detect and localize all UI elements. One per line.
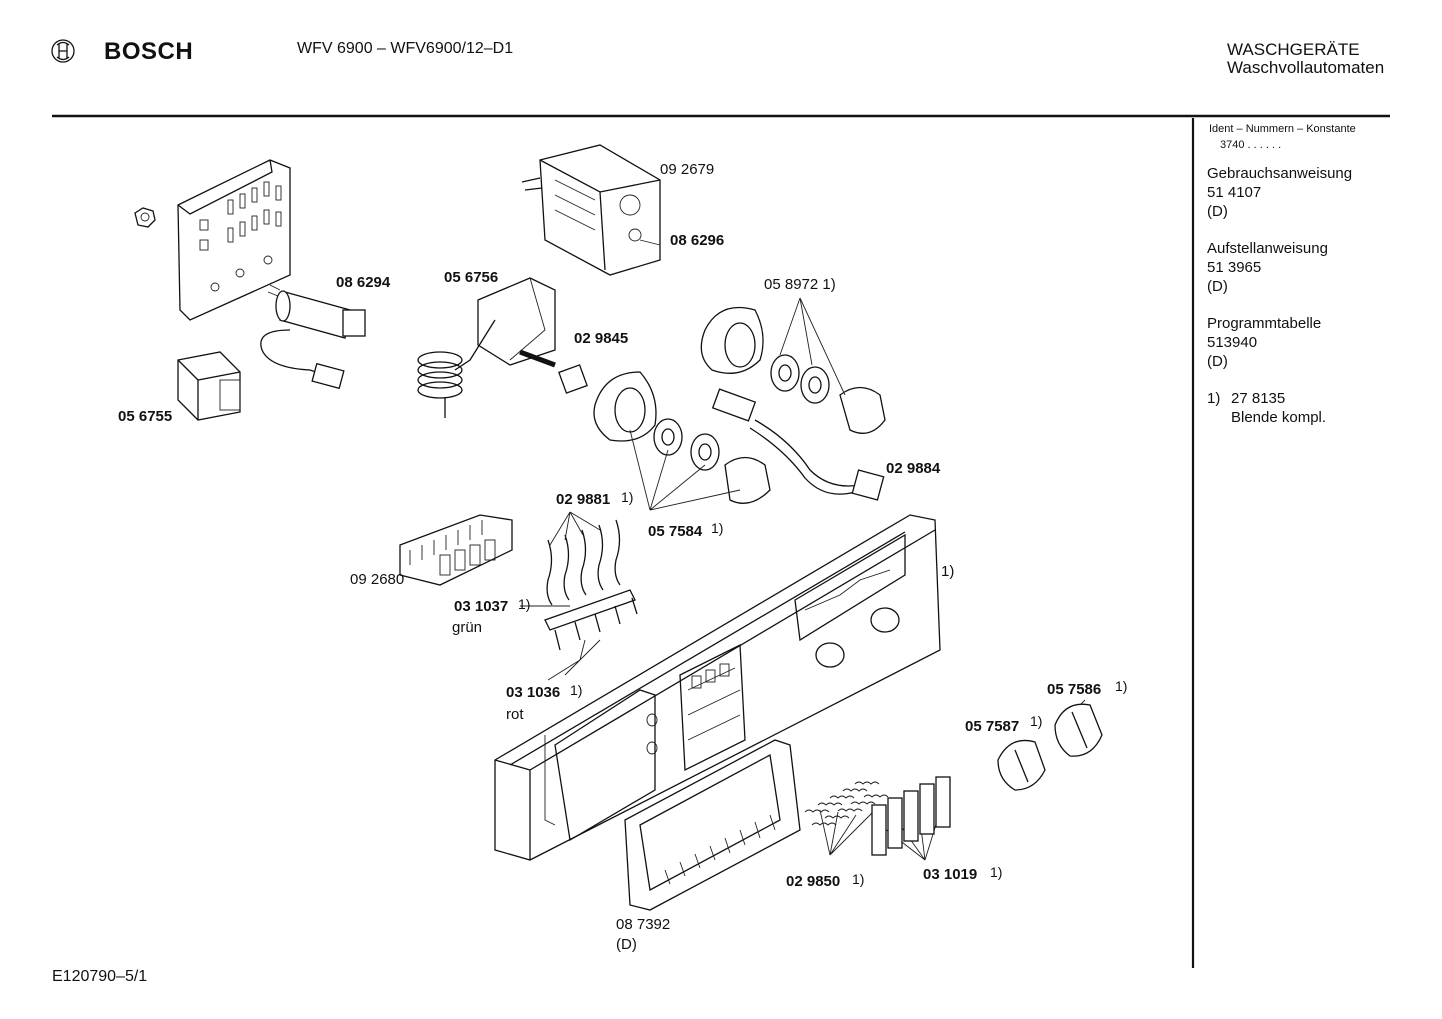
transformer: [177, 351, 241, 421]
part-label-029881: 02 9881: [556, 491, 611, 508]
part-label-058972: 05 8972 1): [764, 276, 836, 293]
brand-name: BOSCH: [104, 38, 194, 65]
wire-harness: [711, 388, 885, 501]
control-panel-fascia: [494, 514, 941, 861]
panel-footnote: 1): [941, 563, 955, 580]
footnote-marker: 1): [1207, 390, 1221, 407]
part-label-031037: 03 1037: [454, 598, 509, 615]
ring-discs: [653, 354, 830, 471]
part-label-092679: 09 2679: [660, 161, 715, 178]
doc-lang: (D): [1207, 278, 1228, 295]
doc-number: 513940: [1207, 334, 1258, 351]
part-label-086296: 08 6296: [670, 232, 725, 249]
part-label-092680: 09 2680: [350, 571, 405, 588]
model-title: WFV 6900 – WFV6900/12–D1: [297, 40, 514, 57]
part-label-057584: 05 7584: [648, 523, 703, 540]
footnote-superscript: 1): [621, 489, 634, 505]
pressure-switch: [454, 277, 556, 371]
part-label-057586: 05 7586: [1047, 681, 1102, 698]
selector-knob-shell-upper: [700, 306, 764, 374]
mounting-bracket: [177, 159, 291, 321]
footnote-superscript: 1): [570, 682, 583, 698]
part-label-031019: 03 1019: [923, 866, 978, 883]
part-note-gruen: grün: [452, 619, 483, 636]
part-label-086294: 08 6294: [336, 274, 391, 291]
rotary-knob-large: [1054, 703, 1103, 757]
footnote-superscript: 1): [990, 864, 1003, 880]
footnote-superscript: 1): [711, 520, 724, 536]
hex-nut: [134, 207, 156, 228]
rotary-knob-small: [997, 739, 1046, 791]
part-label-057587: 05 7587: [965, 718, 1020, 735]
category-line-2: Waschvollautomaten: [1227, 58, 1385, 77]
part-label-056756: 05 6756: [444, 269, 499, 286]
footnote-text: Blende kompl.: [1231, 409, 1327, 426]
contact-bank: [399, 514, 513, 586]
doc-lang: (D): [1207, 353, 1228, 370]
footnote-superscript: 1): [1115, 678, 1128, 694]
footnote-number: 27 8135: [1231, 390, 1286, 407]
part-note-rot: rot: [506, 706, 524, 723]
category-line-1: WASCHGERÄTE: [1227, 40, 1360, 59]
doc-title-programmtabelle: Programmtabelle: [1207, 315, 1322, 332]
ident-label: Ident – Nummern – Konstante: [1209, 123, 1356, 135]
selector-knob-shell-lower: [593, 371, 657, 442]
drawing-code: E120790–5/1: [52, 968, 148, 985]
doc-number: 51 4107: [1207, 184, 1262, 201]
part-label-029884: 02 9884: [886, 460, 941, 477]
footnote-superscript: 1): [852, 871, 865, 887]
footnote-superscript: 1): [518, 596, 531, 612]
program-timer: [521, 144, 661, 276]
doc-lang: (D): [1207, 203, 1228, 220]
push-buttons: [871, 776, 951, 856]
part-label-087392: 08 7392: [616, 916, 671, 933]
part-label-029845: 02 9845: [574, 330, 629, 347]
door-flap: [624, 739, 801, 911]
doc-number: 51 3965: [1207, 259, 1262, 276]
part-note-d: (D): [616, 936, 637, 953]
footnote-superscript: 1): [1030, 713, 1043, 729]
bosch-logo-icon: [51, 39, 75, 63]
part-label-031036: 03 1036: [506, 684, 561, 701]
part-label-056755: 05 6755: [118, 408, 173, 425]
doc-title-gebrauchsanweisung: Gebrauchsanweisung: [1207, 165, 1353, 182]
part-label-029850: 02 9850: [786, 873, 841, 890]
small-connector: [558, 364, 588, 394]
doc-title-aufstellanweisung: Aufstellanweisung: [1207, 240, 1328, 257]
capacitor: [260, 284, 366, 390]
spring-contacts: [544, 519, 638, 651]
knob-carriers: [724, 386, 886, 504]
coil-spring: [417, 351, 463, 418]
ident-value: 3740 . . . . . .: [1220, 139, 1282, 151]
button-springs: [804, 781, 889, 826]
